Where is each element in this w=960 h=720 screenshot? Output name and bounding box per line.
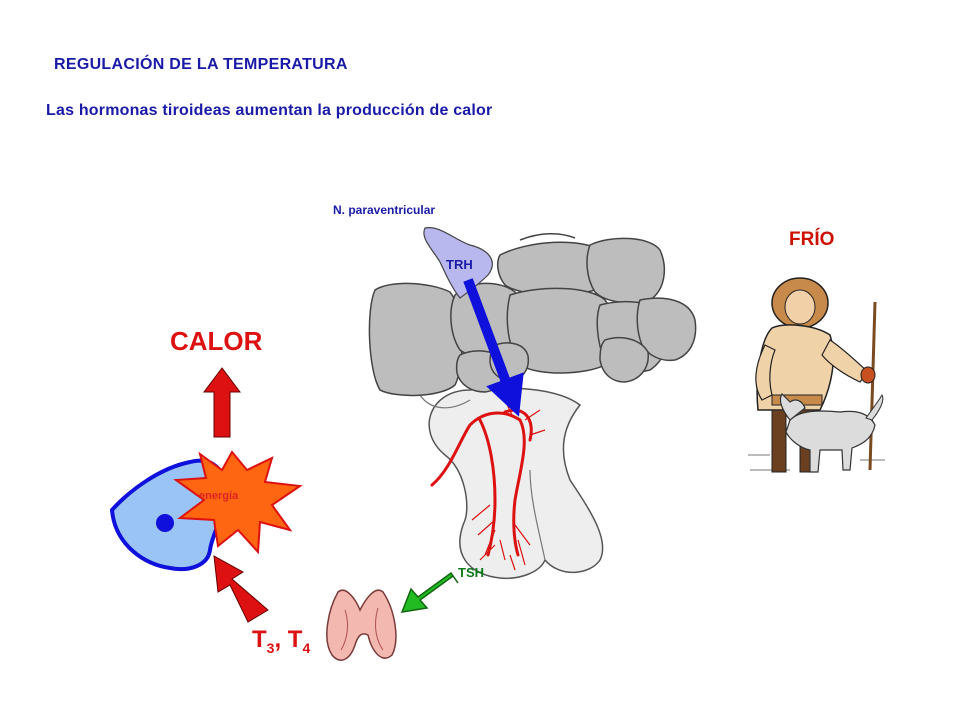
trh-label: TRH: [446, 257, 473, 272]
eskimo-with-wolf-illustration: [742, 277, 887, 485]
hormone-t3-subscript: 3: [266, 640, 275, 656]
energy-burst-icon: [173, 450, 303, 555]
tsh-label: TSH: [458, 565, 484, 580]
brain-illustration: [368, 233, 697, 397]
hormone-t4-letter: , T: [274, 626, 303, 653]
cold-label: FRÍO: [789, 229, 835, 250]
heat-arrow: [203, 367, 241, 438]
paraventricular-nucleus-label: N. paraventricular: [333, 203, 436, 217]
trh-arrow: [463, 278, 524, 417]
tsh-arrow: [400, 571, 459, 613]
page-subtitle: Las hormonas tiroideas aumentan la produ…: [46, 102, 493, 119]
thyroid-gland-illustration: [326, 589, 397, 661]
hormone-t3-letter: T: [252, 626, 267, 653]
energy-label: energía: [199, 490, 239, 502]
hormone-t4-subscript: 4: [302, 640, 311, 656]
cell-nucleus: [156, 514, 174, 532]
hormone-to-cell-arrow: [213, 555, 269, 623]
page-title: REGULACIÓN DE LA TEMPERATURA: [54, 56, 348, 73]
heat-label: CALOR: [170, 326, 263, 356]
thyroid-hormones-label: T3, T4: [252, 626, 310, 656]
